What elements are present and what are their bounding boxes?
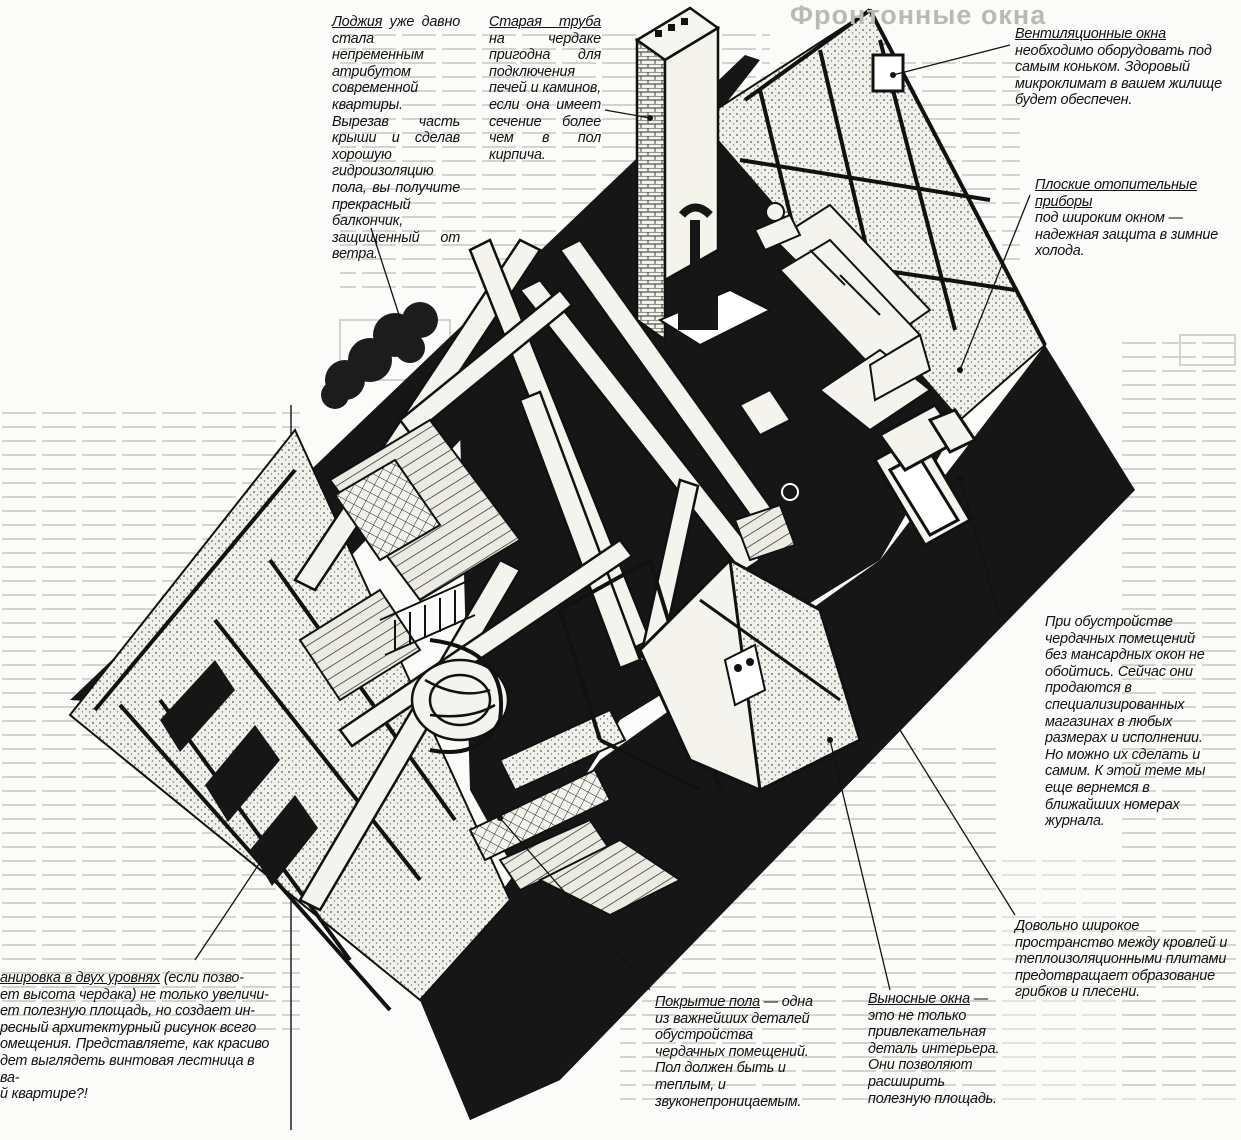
caption-bay-title: Выносные окна (868, 991, 970, 1007)
bed-quilt (333, 458, 442, 562)
leader-lines (194, 44, 1031, 991)
front-gable-dark (420, 880, 560, 1120)
caption-levels-body: (если позво- ет высота чердака) не тольк… (0, 970, 270, 1103)
caption-floor-body: — одна из важнейших деталей обустройства… (655, 994, 813, 1110)
caption-skylights: При обустройстве чердачных помещений без… (1045, 614, 1206, 830)
left-gable-wall (68, 428, 512, 1012)
sofa (773, 203, 932, 432)
caption-two-levels: анировка в двух уровнях (если позво- ет … (0, 970, 272, 1103)
caption-bay-body: — это не только привлекательная деталь и… (868, 991, 1000, 1107)
staircase-landing (298, 418, 522, 702)
caption-floor-title: Покрытие пола (655, 994, 760, 1010)
chimney (634, 6, 721, 343)
wood-stove (657, 203, 773, 347)
caption-vents-title: Вентиляционные окна (1015, 26, 1166, 42)
floor-covering (468, 708, 682, 917)
caption-insulation: Довольно широкое пространство между кров… (1015, 918, 1228, 1001)
caption-chimney-title: Старая труба (489, 14, 601, 30)
caption-heaters-title: Плоские отопительные приборы (1035, 177, 1198, 210)
kitchen-stove (723, 643, 767, 707)
spiral-staircase (410, 638, 510, 754)
bay-window-dormer (638, 557, 862, 793)
caption-bay-windows: Выносные окна — это не только привлекате… (868, 991, 1008, 1107)
caption-vents-body: необходимо оборудовать под самым коньком… (1015, 42, 1222, 109)
caption-loggia: Лоджия уже давно стала непременным атриб… (332, 14, 460, 263)
caption-loggia-body: уже давно стала непременным атрибутом со… (332, 14, 460, 263)
vent-window (871, 53, 905, 93)
pointer-dots (497, 72, 963, 821)
caption-chimney: Старая труба на чердаке пригодна для под… (489, 14, 601, 163)
side-table (738, 202, 802, 437)
caption-heaters-body: под широким окном — надежная защита в зи… (1035, 210, 1219, 260)
background-heading: Фронтонные окна (790, 0, 1047, 30)
left-gable-windows (160, 660, 318, 886)
loggia-plants (321, 302, 438, 409)
caption-levels-title: анировка в двух уровнях (0, 970, 161, 986)
caption-floor: Покрытие пола — одна из важнейших детале… (655, 994, 825, 1110)
caption-chimney-body: на чердаке пригодна для подключения пече… (489, 30, 601, 163)
skylight-windows (872, 403, 978, 548)
caption-loggia-title: Лоджия (332, 14, 383, 30)
landing-railing (379, 579, 476, 656)
chimney-stack (635, 37, 667, 343)
dining-table (733, 503, 797, 562)
